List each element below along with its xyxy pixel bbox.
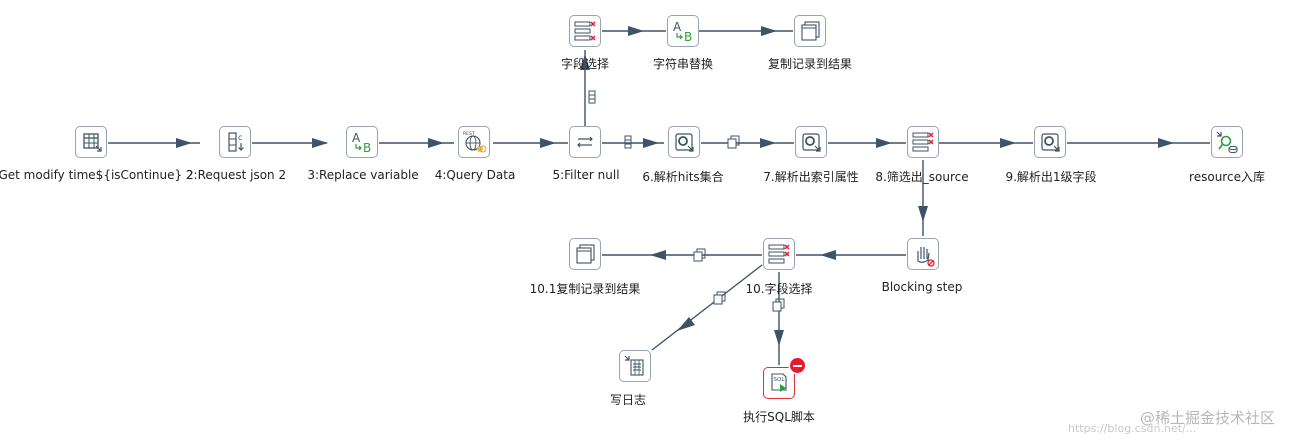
select-values-icon	[574, 21, 596, 41]
step-select-fields-10[interactable]	[763, 238, 795, 270]
step-label: 9.解析出1级字段	[1005, 170, 1097, 184]
error-badge-icon	[790, 358, 805, 373]
step-filter-null[interactable]	[569, 126, 601, 158]
svg-text:A: A	[352, 131, 361, 145]
svg-text:A: A	[673, 20, 682, 34]
step-label: 2:Request json 2	[185, 168, 287, 182]
step-get-modify-time[interactable]	[75, 126, 107, 158]
step-select-fields-top[interactable]	[569, 15, 601, 47]
step-filter-source[interactable]	[907, 126, 939, 158]
step-label: resource入库	[1189, 170, 1265, 184]
write-log-icon	[624, 355, 644, 376]
step-replace-variable[interactable]: A B	[346, 126, 378, 158]
blocking-step-icon	[917, 247, 935, 267]
step-label: 10.字段选择	[745, 282, 813, 296]
copy-rows-icon	[801, 21, 820, 41]
step-label: 执行SQL脚本	[743, 410, 815, 424]
replace-string-icon: A B	[673, 20, 692, 44]
step-execute-sql[interactable]: SQL	[763, 367, 795, 399]
watermark-url: https://blog.csdn.net/...	[1068, 422, 1197, 435]
svg-text:B: B	[363, 141, 371, 155]
step-write-log[interactable]	[619, 350, 651, 382]
step-string-replace[interactable]: A B	[667, 15, 699, 47]
step-copy-rows-10-1[interactable]	[569, 238, 601, 270]
json-parse-icon	[675, 133, 694, 152]
step-label: 字段选择	[560, 57, 610, 71]
select-values-icon	[768, 244, 790, 264]
step-request-json[interactable]: c	[219, 126, 251, 158]
step-label: 8.筛选出_source	[875, 170, 969, 184]
copy-rows-icon	[576, 244, 595, 264]
execute-sql-icon: SQL	[771, 373, 787, 392]
svg-text:REST: REST	[463, 131, 475, 137]
json-input-icon: c	[228, 132, 244, 152]
step-parse-level1-fields[interactable]	[1034, 126, 1066, 158]
select-values-icon	[912, 132, 934, 152]
hop-copy-icon	[727, 135, 741, 152]
step-label: 复制记录到结果	[767, 57, 853, 71]
step-label: 4:Query Data	[434, 168, 516, 182]
svg-text:B: B	[684, 30, 692, 44]
step-blocking[interactable]	[907, 238, 939, 270]
json-parse-icon	[1041, 133, 1060, 152]
watermark-text: @稀土掘金技术社区	[1140, 409, 1276, 427]
replace-string-icon: A B	[352, 131, 371, 155]
hop-distribute-icon	[624, 135, 632, 152]
step-label: :Get modify time${isContinue} 2	[0, 168, 194, 182]
step-label: 写日志	[609, 393, 647, 407]
table-output-icon	[1216, 131, 1238, 154]
step-copy-rows-top[interactable]	[794, 15, 826, 47]
table-input-icon	[83, 133, 102, 152]
rest-client-icon: REST	[463, 131, 487, 153]
hop-copy-icon	[772, 298, 786, 315]
svg-text:SQL: SQL	[774, 377, 786, 383]
filter-rows-icon	[577, 136, 593, 148]
hop-copy-icon	[693, 248, 707, 265]
step-parse-index-attrs[interactable]	[795, 126, 827, 158]
json-parse-icon	[802, 133, 821, 152]
step-label: 7.解析出索引属性	[763, 170, 859, 184]
hop-copy-icon	[713, 291, 727, 308]
step-label: Blocking step	[881, 280, 963, 294]
step-label: 10.1复制记录到结果	[529, 282, 641, 296]
svg-text:c: c	[238, 133, 242, 142]
step-parse-hits[interactable]	[668, 126, 700, 158]
step-query-data[interactable]: REST	[458, 126, 490, 158]
step-label: 6.解析hits集合	[642, 170, 724, 184]
hop-b2-b4	[651, 264, 763, 351]
hop-distribute-icon	[588, 90, 596, 107]
step-label: 3:Replace variable	[307, 168, 419, 182]
step-label: 5:Filter null	[552, 168, 620, 182]
step-resource-output[interactable]	[1211, 126, 1243, 158]
step-label: 字符串替换	[652, 57, 714, 71]
